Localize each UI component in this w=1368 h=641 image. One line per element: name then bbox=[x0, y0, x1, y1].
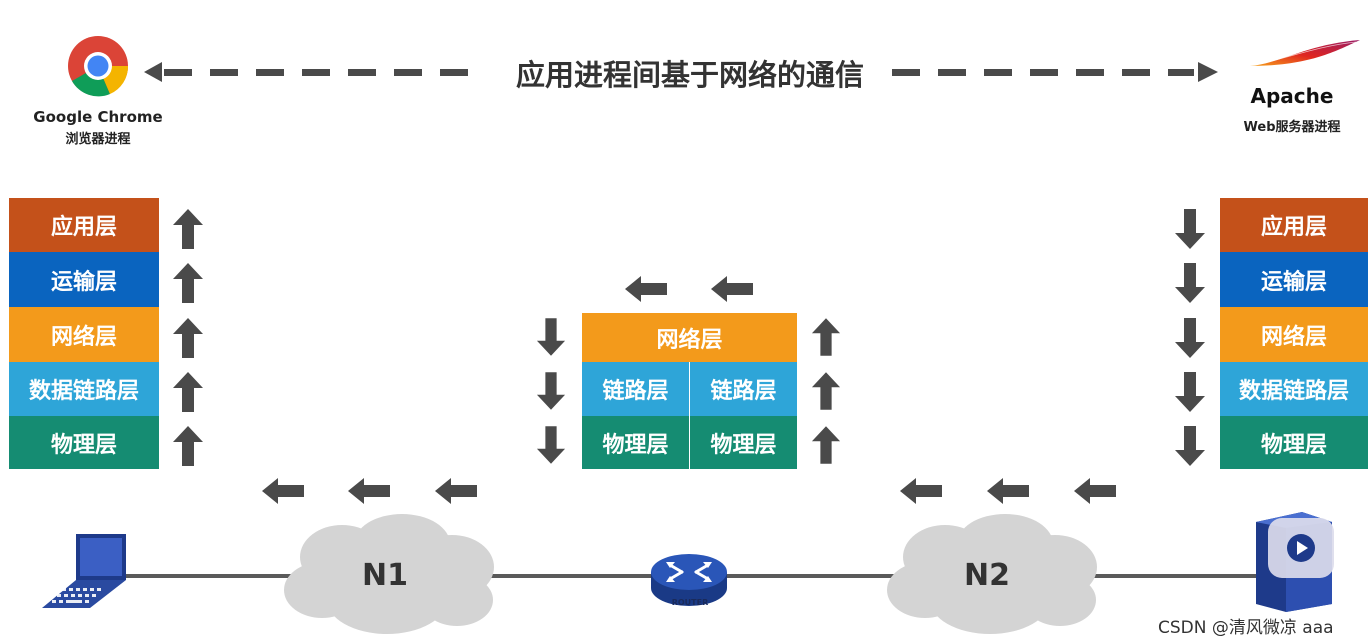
laptop-icon bbox=[42, 534, 126, 608]
right-down-arrow-icon bbox=[1175, 263, 1205, 303]
chrome-desc: 浏览器进程 bbox=[65, 132, 131, 147]
left-network-layer: 网络层 bbox=[9, 307, 159, 362]
left-up-arrow-icon bbox=[173, 372, 203, 412]
n2-label: N2 bbox=[964, 558, 1010, 593]
router-label: ROUTER bbox=[671, 598, 709, 607]
router-down-arrow-icon bbox=[536, 372, 566, 410]
router-icon bbox=[651, 554, 727, 606]
router-link-layer-right: 链路层 bbox=[690, 362, 797, 416]
router-down-arrow-icon bbox=[536, 318, 566, 356]
right-application-layer: 应用层 bbox=[1220, 198, 1368, 252]
apache-desc: Web服务器进程 bbox=[1243, 120, 1341, 135]
right-transport-layer: 运输层 bbox=[1220, 252, 1368, 307]
watermark: CSDN @清风微凉 aaa bbox=[1158, 618, 1334, 638]
right-down-arrow-icon bbox=[1175, 426, 1205, 466]
left-arrow-icon bbox=[711, 276, 753, 302]
left-arrow-icon bbox=[262, 478, 304, 504]
chrome-name: Google Chrome bbox=[33, 108, 163, 126]
cloud-n2-icon bbox=[887, 514, 1097, 634]
apache-feather-icon bbox=[1250, 40, 1360, 66]
communication-dashed-arrow bbox=[144, 62, 1218, 82]
right-down-arrow-icon bbox=[1175, 318, 1205, 358]
left-arrow-icon bbox=[348, 478, 390, 504]
router-physical-layer-right: 物理层 bbox=[690, 416, 797, 469]
diagram-title: 应用进程间基于网络的通信 bbox=[515, 58, 864, 92]
left-arrow-icon bbox=[900, 478, 942, 504]
left-up-arrow-icon bbox=[173, 263, 203, 303]
left-up-arrow-icon bbox=[173, 318, 203, 358]
apache-name: Apache bbox=[1250, 84, 1334, 108]
right-physical-layer: 物理层 bbox=[1220, 416, 1368, 469]
left-arrow-icon bbox=[625, 276, 667, 302]
left-arrow-icon bbox=[1074, 478, 1116, 504]
right-down-arrow-icon bbox=[1175, 372, 1205, 412]
right-network-layer: 网络层 bbox=[1220, 307, 1368, 362]
left-transport-layer: 运输层 bbox=[9, 252, 159, 307]
left-arrow-icon bbox=[435, 478, 477, 504]
cloud-n1-icon bbox=[284, 514, 494, 634]
left-application-layer: 应用层 bbox=[9, 198, 159, 252]
left-arrow-icon bbox=[987, 478, 1029, 504]
right-datalink-layer: 数据链路层 bbox=[1220, 362, 1368, 416]
router-network-layer: 网络层 bbox=[582, 313, 797, 362]
n1-label: N1 bbox=[362, 558, 408, 593]
router-up-arrow-icon bbox=[811, 426, 841, 464]
router-up-arrow-icon bbox=[811, 318, 841, 356]
router-down-arrow-icon bbox=[536, 426, 566, 464]
play-icon[interactable] bbox=[1286, 532, 1316, 564]
left-up-arrow-icon bbox=[173, 426, 203, 466]
left-physical-layer: 物理层 bbox=[9, 416, 159, 469]
left-up-arrow-icon bbox=[173, 209, 203, 249]
router-link-layer-left: 链路层 bbox=[582, 362, 689, 416]
router-physical-layer-left: 物理层 bbox=[582, 416, 689, 469]
chrome-logo-icon bbox=[68, 36, 129, 97]
left-datalink-layer: 数据链路层 bbox=[9, 362, 159, 416]
router-up-arrow-icon bbox=[811, 372, 841, 410]
right-down-arrow-icon bbox=[1175, 209, 1205, 249]
